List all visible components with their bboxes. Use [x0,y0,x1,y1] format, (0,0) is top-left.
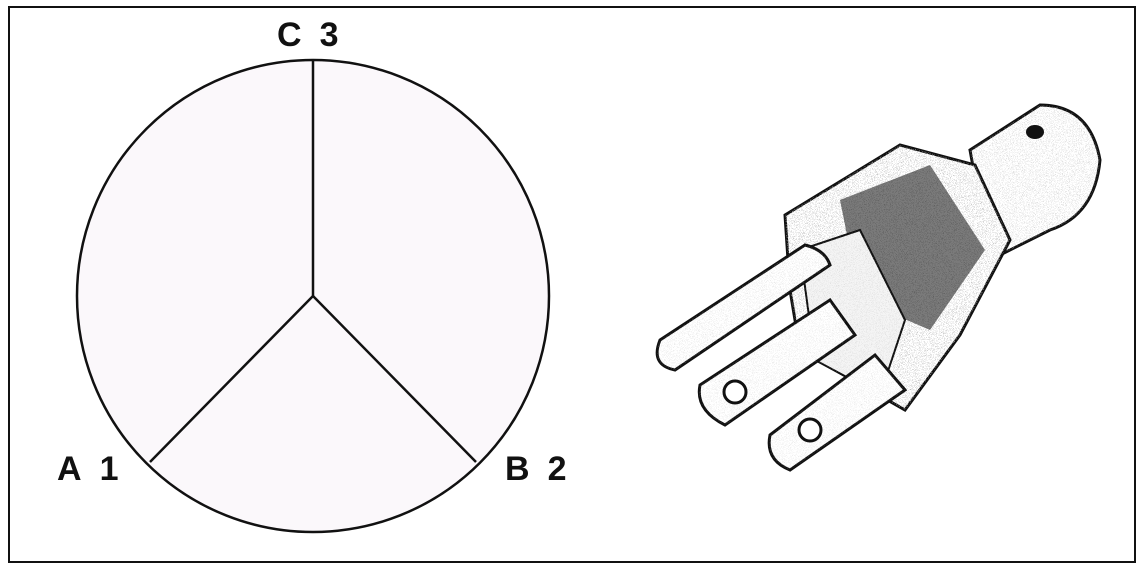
phase-number-c: 3 [319,16,339,54]
phase-letter-a: A [57,450,82,488]
phase-number-b: 2 [547,450,567,488]
sector-divider-b [312,295,477,463]
three-prong-power-plug-icon [655,103,1102,472]
phase-letter-c: C [277,16,302,54]
sector-divider-a [149,295,314,463]
phase-letter-b: B [505,450,530,488]
phase-number-a: 1 [99,450,119,488]
